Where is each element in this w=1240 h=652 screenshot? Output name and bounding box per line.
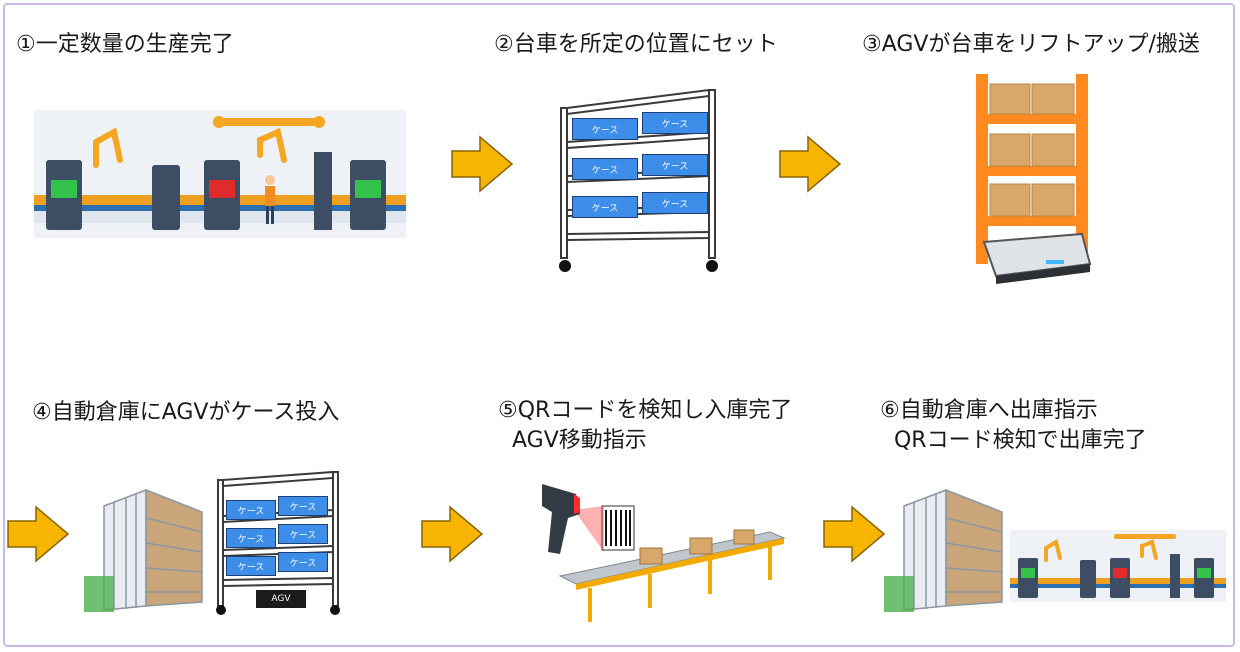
arrow-right-icon [421,505,484,563]
step-3-title: ③AGVが台車をリフトアップ/搬送 [862,32,1200,57]
case-label: ケース [642,192,708,214]
step-4-title: ④自動倉庫にAGVがケース投入 [32,400,340,425]
agv-label: AGV [256,590,306,608]
case-label: ケース [226,528,276,548]
diagram-frame [3,3,1235,647]
step-5-title: ⑤QRコードを検知し入庫完了 AGV移動指示 [498,398,793,453]
case-label: ケース [572,158,638,180]
case-label: ケース [642,154,708,176]
case-label: ケース [226,500,276,520]
warehouse-icon [84,488,208,616]
arrow-right-icon [779,135,842,193]
arrow-right-icon [823,505,886,563]
case-label: ケース [572,118,638,140]
scanner-icon [540,472,800,636]
production-line-icon [34,110,406,238]
case-label: ケース [278,552,328,572]
conveyor-icon [1010,530,1226,602]
agv-rack-icon [976,74,1092,284]
step-2-title: ②台車を所定の位置にセット [494,32,778,57]
case-label: ケース [278,524,328,544]
arrow-right-icon [7,505,70,563]
step-1-title: ①一定数量の生産完了 [16,32,234,57]
step-6-title: ⑥自動倉庫へ出庫指示 QRコード検知で出庫完了 [880,398,1147,453]
case-label: ケース [642,112,708,134]
warehouse-icon [884,488,1008,616]
case-label: ケース [226,556,276,576]
case-label: ケース [572,196,638,218]
case-label: ケース [278,496,328,516]
arrow-right-icon [451,135,514,193]
